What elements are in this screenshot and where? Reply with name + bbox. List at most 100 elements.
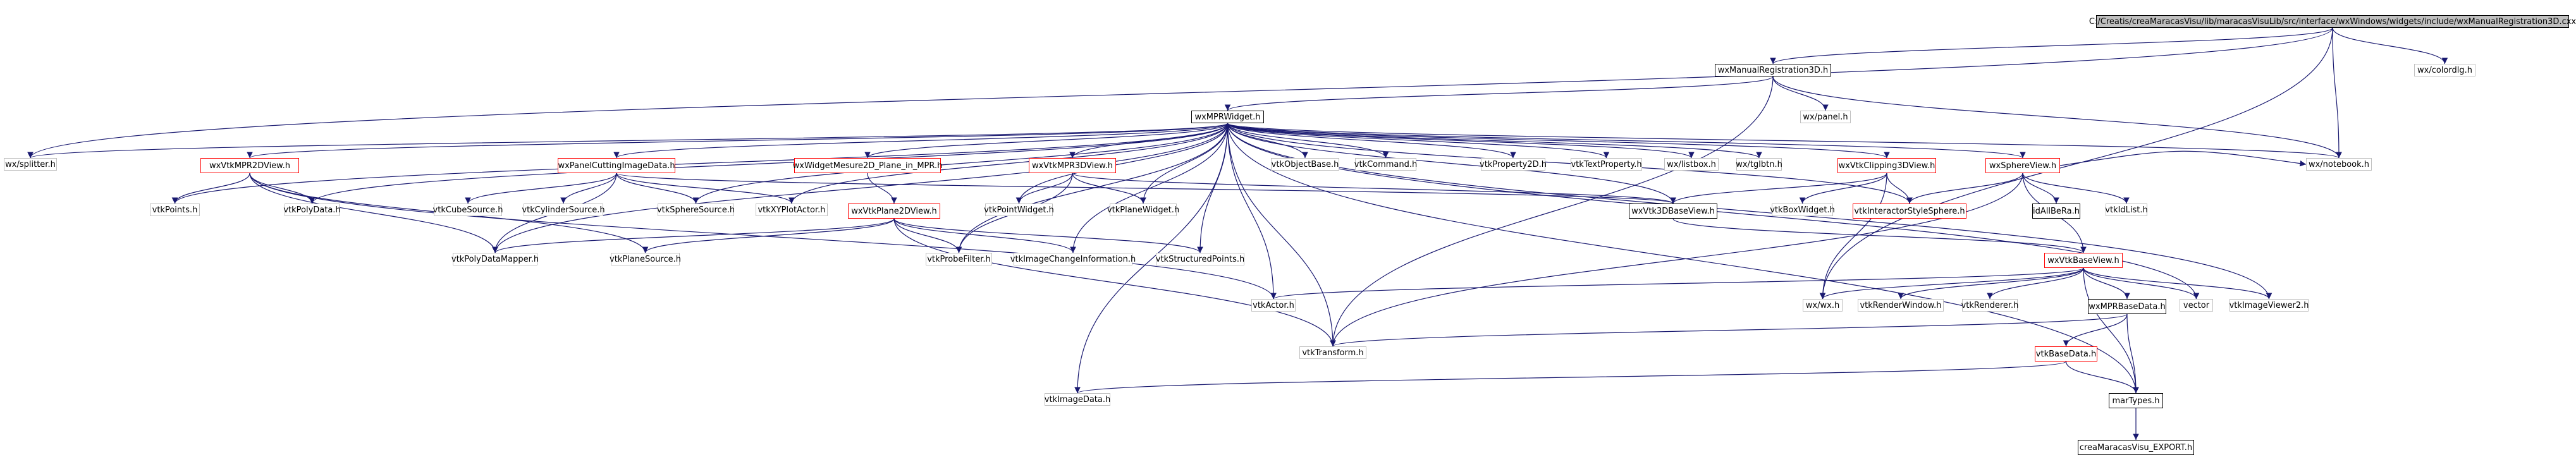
node-wxvtkbaseview[interactable]: wxVtkBaseView.h [2044, 253, 2123, 268]
node-wx-splitter: wx/splitter.h [4, 158, 57, 171]
node-wx-panel: wx/panel.h [1800, 111, 1851, 123]
node-wxsphereview[interactable]: wxSphereView.h [1985, 158, 2060, 173]
node-vtkrenderer: vtkRenderer.h [1961, 299, 2018, 312]
edge-wxMPRWidget_h-to-wx_listbox [1227, 123, 1695, 159]
edge-wxVtkBaseView-to-wx_wx [1819, 267, 2084, 300]
node-vector: vector [2180, 299, 2213, 312]
node-vtktextproperty: vtkTextProperty.h [1571, 158, 1642, 171]
edge-wxManualRegistration3D_h-to-wxMPRWidget_h [1225, 76, 1774, 111]
node-root[interactable]: C:/Creatis/creaMaracasVisu/lib/maracasVi… [2089, 15, 2576, 28]
edge-wxMPRBaseData-to-marTypes [2126, 313, 2139, 394]
node-vtkpoints: vtkPoints.h [150, 204, 200, 216]
node-wxvtkmpr3dview[interactable]: wxVtkMPR3DView.h [1029, 158, 1116, 173]
edge-wxManualRegistration3D_h-to-wx_panel [1772, 76, 1829, 111]
edge-root-to-wxManualRegistration3D_h [1770, 27, 2333, 64]
edge-wxMPRWidget_h-to-wxSphereView [1227, 123, 2026, 159]
node-vtkcommand: vtkCommand.h [1354, 158, 1417, 171]
node-wxvtk3dbaseview[interactable]: wxVtk3DBaseView.h [1629, 204, 1717, 219]
node-vtkpointwidget: vtkPointWidget.h [984, 204, 1054, 216]
edge-wxVtkMPR2DView-to-vtkPoints [171, 173, 250, 204]
node-wxmanualregistration3d-h[interactable]: wxManualRegistration3D.h [1715, 64, 1831, 76]
node-creamaracasvisu-export[interactable]: creaMaracasVisu_EXPORT.h [2078, 440, 2194, 455]
edge-root-to-wx_notebook [2332, 27, 2342, 159]
node-idallbera[interactable]: idAllBeRa.h [2032, 204, 2080, 219]
node-wxpanelcuttingimagedata[interactable]: wxPanelCuttingImageData.h [558, 158, 675, 173]
node-wx-listbox: wx/listbox.h [1664, 158, 1719, 171]
edge-wxVtkBaseView-to-vector [2083, 267, 2200, 300]
edge-wxMPRWidget_h-to-vtkTransform [1227, 123, 1336, 347]
node-vtkimagechangeinformation: vtkImageChangeInformation.h [1010, 253, 1136, 265]
node-wxmprbasedata[interactable]: wxMPRBaseData.h [2088, 299, 2166, 314]
edge-vtkBaseData-to-marTypes [2065, 361, 2139, 394]
node-wx-tglbtn: wx/tglbtn.h [1736, 158, 1782, 171]
node-wxmprwidget-h[interactable]: wxMPRWidget.h [1191, 111, 1264, 123]
edge-wxMPRWidget_h-to-marTypes [1227, 123, 2139, 394]
edge-wxMPRWidget_h-to-vtkPointWidget [1015, 123, 1229, 204]
edge-wxPanelCuttingImageData-to-vtkCylinderSource [560, 173, 617, 204]
edge-wxVtkBaseView-to-vtkActor [1270, 267, 2084, 300]
edge-wxMPRWidget_h-to-vtkActor [1227, 123, 1277, 300]
edge-vtkBaseData-to-vtkImageData [1074, 361, 2067, 394]
edge-wxMPRWidget_h-to-vtkInteractorStyleSphere [1227, 123, 1913, 204]
edge-wxVtkBaseView-to-vtkRenderer [1987, 267, 2084, 300]
edge-wxVtkBaseView-to-marTypes [2083, 267, 2139, 394]
node-wxvtkplane2dview[interactable]: wxVtkPlane2DView.h [848, 204, 940, 219]
edge-wxVtkPlane2DView-to-vtkPlaneSource [642, 218, 895, 253]
edge-wxMPRWidget_h-to-vtkPolyDataMapper [492, 123, 1229, 253]
edge-wxMPRWidget_h-to-wx_tglbtn [1227, 123, 1762, 159]
node-wx-notebook: wx/notebook.h [2306, 158, 2372, 171]
edge-wxVtkBaseView-to-wxMPRBaseData [2083, 267, 2130, 300]
node-vtkobjectbase: vtkObjectBase.h [1271, 158, 1339, 171]
edge-wxManualRegistration3D_h-to-vtkTransform [1330, 76, 1774, 347]
edge-wxMPRWidget_h-to-vtkPolyData [309, 123, 1229, 204]
edge-root-to-wx_splitter [27, 27, 2333, 159]
edge-wxSphereView-to-vtkInteractorStyleSphere [1906, 173, 2023, 204]
node-vtkpolydatamapper: vtkPolyDataMapper.h [451, 253, 539, 265]
node-vtkinteractorstylesphere[interactable]: vtkInteractorStyleSphere.h [1853, 204, 1966, 219]
edge-wxMPRWidget_h-to-vtkPlaneWidget [1140, 123, 1229, 204]
node-wxwidgetmesure2d[interactable]: wxWidgetMesure2D_Plane_in_MPR.h [793, 158, 942, 173]
edge-wxPanelCuttingImageData-to-vtkXYPlotActor [616, 173, 795, 204]
node-vtkcylindersource: vtkCylinderSource.h [522, 204, 605, 216]
edge-wxMPRBaseData-to-vtkTransform [1330, 313, 2128, 347]
edge-wxMPRBaseData-to-vtkBaseData [2063, 313, 2128, 347]
edge-wxMPRWidget_h-to-wxPanelCuttingImageData [613, 123, 1229, 159]
edge-wxMPRWidget_h-to-vtkStructuredPoints [1197, 123, 1229, 253]
edge-wxMPRWidget_h-to-wxVtkMPR2DView [247, 123, 1229, 159]
node-vtkpolydata: vtkPolyData.h [283, 204, 341, 216]
edge-wxSphereView-to-wx_notebook [2059, 150, 2307, 167]
edge-wxVtkBaseView-to-vtkRenderWindow [1898, 267, 2084, 300]
edge-wxMPRWidget_h-to-wxWidgetMesure2D [864, 123, 1229, 159]
node-wxvtkclipping3dview[interactable]: wxVtkClipping3DView.h [1837, 158, 1936, 173]
node-vtkrenderwindow: vtkRenderWindow.h [1858, 299, 1944, 312]
node-wxvtkmpr2dview[interactable]: wxVtkMPR2DView.h [200, 158, 299, 173]
edge-wxSphereView-to-idAllBeRa [2022, 173, 2059, 204]
edge-wxSphereView-to-vtkIdList [2022, 173, 2130, 204]
edge-wxPanelCuttingImageData-to-vtkCubeSource [465, 173, 617, 204]
edge-wxMPRWidget_h-to-wx_notebook [1227, 123, 2342, 159]
edge-wxMPRWidget_h-to-vtkPoints [171, 123, 1229, 204]
node-vtkxyplotactor: vtkXYPlotActor.h [756, 204, 828, 216]
edge-wxWidgetMesure2D-to-wxVtkPlane2DView [867, 173, 897, 204]
edge-wxMPRWidget_h-to-vtkImageChangeInformation [1070, 123, 1229, 253]
node-vtkimageviewer2: vtkImageViewer2.h [2229, 299, 2309, 312]
edge-wxMPRWidget_h-to-vtkImageViewer2 [1227, 123, 2272, 300]
edge-wxVtkPlane2DView-to-vtkStructuredPoints [893, 218, 1203, 253]
edge-wxManualRegistration3D_h-to-wx_notebook [1772, 76, 2342, 159]
node-martypes[interactable]: marTypes.h [2109, 393, 2163, 408]
node-vtkplanewidget: vtkPlaneWidget.h [1107, 204, 1179, 216]
edge-wxVtkMPR3DView-to-vtkPointWidget [1015, 173, 1073, 204]
edge-wxVtk3DBaseView-to-wxVtkBaseView [1672, 218, 2087, 253]
edge-wxMPRWidget_h-to-wxVtk3DBaseView [1227, 123, 1676, 204]
node-vtkactor: vtkActor.h [1251, 299, 1296, 312]
node-vtkbasedata[interactable]: vtkBaseData.h [2035, 346, 2097, 362]
node-vtkprobefilter: vtkProbeFilter.h [926, 253, 992, 265]
node-vtkcubesource: vtkCubeSource.h [433, 204, 503, 216]
edge-wxMPRWidget_h-to-vtkProbeFilter [955, 123, 1229, 253]
node-wx-colordlg: wx/colordlg.h [2414, 64, 2475, 76]
edge-wxVtkMPR2DView-to-vtkPolyData [249, 173, 316, 204]
edge-wxMPRWidget_h-to-vtkSphereSource [692, 123, 1229, 204]
edge-wxMPRWidget_h-to-vtkTextProperty [1227, 123, 1610, 159]
edge-wxMPRWidget_h-to-vtkXYPlotActor [788, 123, 1229, 204]
